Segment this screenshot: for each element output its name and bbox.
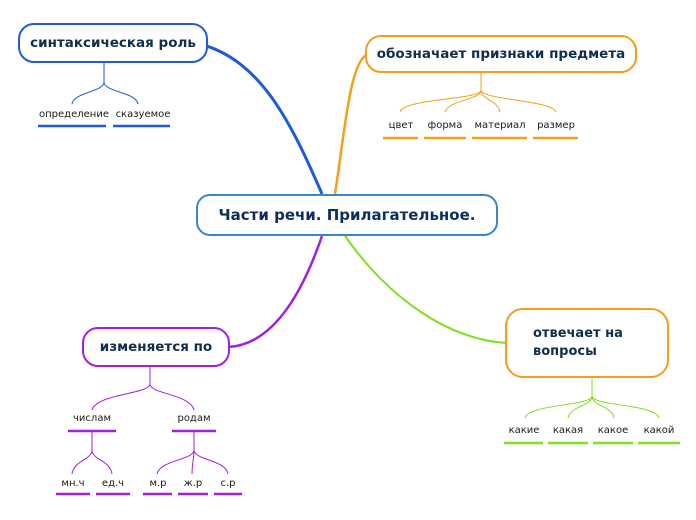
topic-features-label: обозначает признаки предмета xyxy=(376,46,626,62)
topic-questions-label: отвечает на вопросы xyxy=(533,326,623,359)
topic-changes-label: изменяется по xyxy=(99,339,213,355)
leaf-question-kakie[interactable]: какие xyxy=(504,425,544,436)
leaf-syntax-definition[interactable]: определение xyxy=(38,109,110,120)
leaf-syntax-predicate[interactable]: сказуемое xyxy=(112,109,174,120)
link-changes xyxy=(227,235,324,349)
leaf-label: какие xyxy=(508,425,540,436)
leaf-label: какой xyxy=(643,425,675,436)
topic-syntax-role-label: синтаксическая роль xyxy=(30,35,196,51)
central-topic-label: Части речи. Прилагательное. xyxy=(218,206,476,224)
central-topic[interactable]: Части речи. Прилагательное. xyxy=(196,194,498,236)
topic-features[interactable]: обозначает признаки предмета xyxy=(365,35,637,73)
link-features xyxy=(333,52,369,195)
leaf-label: сказуемое xyxy=(115,109,171,120)
leaf-label: с.р xyxy=(220,478,236,489)
leaf-label: размер xyxy=(537,120,575,131)
leaf-label: родам xyxy=(177,413,211,424)
leaf-label: материал xyxy=(474,120,526,131)
link-syntax xyxy=(199,42,324,195)
leaf-question-kakoe[interactable]: какое xyxy=(593,425,633,436)
link-questions xyxy=(344,235,508,344)
leaf-label: определение xyxy=(39,109,109,120)
leaf-label: мн.ч xyxy=(61,478,85,489)
leaf-label: ед.ч xyxy=(101,478,125,489)
leaf-feature-size[interactable]: размер xyxy=(533,120,579,131)
leaf-label: числам xyxy=(73,413,111,424)
topic-changes[interactable]: изменяется по xyxy=(82,327,230,367)
topic-questions[interactable]: отвечает на вопросы xyxy=(505,308,669,378)
leaf-number-plural[interactable]: мн.ч xyxy=(56,478,90,489)
leaf-label: цвет xyxy=(388,120,414,131)
leaf-feature-color[interactable]: цвет xyxy=(383,120,419,131)
leaf-question-kakaya[interactable]: какая xyxy=(548,425,588,436)
leaf-feature-material[interactable]: материал xyxy=(472,120,528,131)
leaf-gender-masculine[interactable]: м.р xyxy=(143,478,173,489)
leaf-changes-genders[interactable]: родам xyxy=(172,413,216,424)
leaf-label: м.р xyxy=(149,478,167,489)
leaf-feature-shape[interactable]: форма xyxy=(424,120,466,131)
leaf-changes-numbers[interactable]: числам xyxy=(68,413,116,424)
leaf-gender-feminine[interactable]: ж.р xyxy=(178,478,208,489)
leaf-label: какая xyxy=(552,425,584,436)
leaf-number-singular[interactable]: ед.ч xyxy=(96,478,130,489)
leaf-label: ж.р xyxy=(183,478,203,489)
leaf-label: форма xyxy=(427,120,463,131)
leaf-question-kakoi[interactable]: какой xyxy=(638,425,680,436)
topic-syntax-role[interactable]: синтаксическая роль xyxy=(18,23,208,63)
leaf-label: какое xyxy=(597,425,629,436)
leaf-gender-neuter[interactable]: с.р xyxy=(214,478,242,489)
